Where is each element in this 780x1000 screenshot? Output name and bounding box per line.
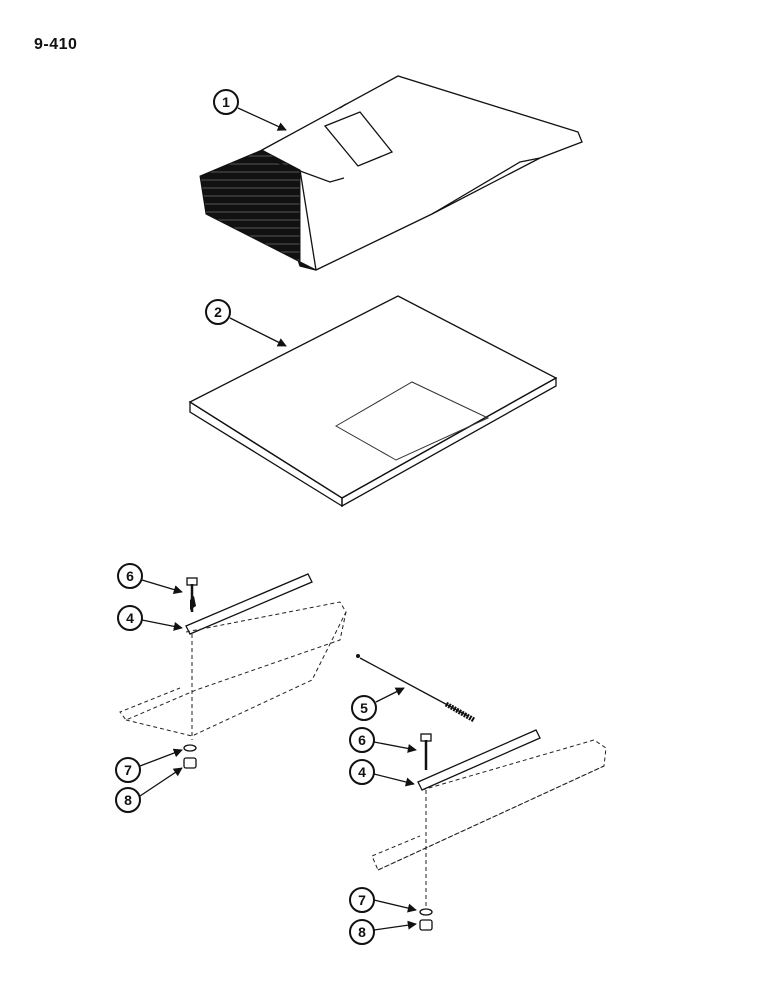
callout-4-right: 4 (349, 759, 415, 787)
svg-text:2: 2 (214, 304, 222, 320)
part-2-mat (188, 295, 558, 508)
right-bracket-assembly (371, 729, 607, 931)
callout-6-left: 6 (117, 563, 183, 595)
svg-text:7: 7 (124, 762, 132, 778)
svg-text:4: 4 (358, 764, 366, 780)
callout-1: 1 (213, 89, 287, 131)
callout-8-left: 8 (115, 767, 183, 813)
svg-text:6: 6 (126, 568, 134, 584)
svg-text:7: 7 (358, 892, 366, 908)
svg-text:1: 1 (222, 94, 230, 110)
left-bracket-assembly (119, 573, 347, 769)
svg-text:8: 8 (124, 792, 132, 808)
callout-6-right: 6 (349, 727, 417, 753)
callout-8-right: 8 (349, 919, 417, 945)
part-1-cover-panel (199, 75, 583, 271)
callout-7-left: 7 (115, 748, 183, 783)
svg-text:4: 4 (126, 610, 134, 626)
svg-text:5: 5 (360, 700, 368, 716)
callout-5: 5 (351, 687, 405, 721)
page-number: 9-410 (34, 36, 78, 53)
callout-2: 2 (205, 299, 287, 347)
part-5-spring-rod (356, 654, 476, 723)
svg-text:6: 6 (358, 732, 366, 748)
callout-7-right: 7 (349, 887, 417, 913)
callout-4-left: 4 (117, 605, 183, 631)
svg-text:8: 8 (358, 924, 366, 940)
